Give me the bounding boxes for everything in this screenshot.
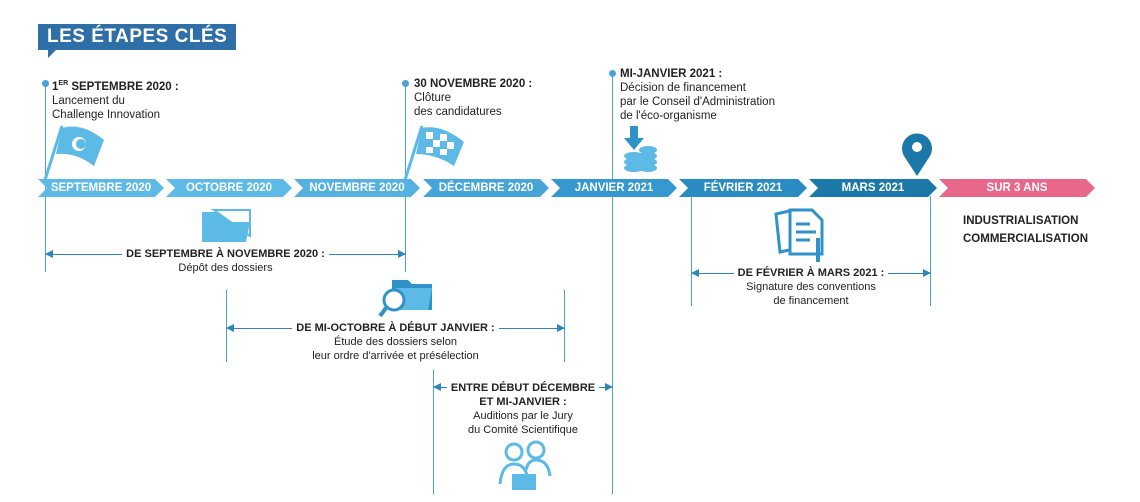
event-dot <box>609 70 616 77</box>
flag-icon <box>43 125 104 181</box>
folder-icon <box>202 209 251 242</box>
event-dot <box>42 80 49 87</box>
divider-line <box>612 74 613 494</box>
divider-line <box>433 370 434 494</box>
month-march-2021: MARS 2021 <box>809 179 937 197</box>
month-december-2020: DÉCEMBRE 2020 <box>423 179 549 197</box>
month-february-2021: FÉVRIER 2021 <box>679 179 807 197</box>
range-signature: DE FÉVRIER À MARS 2021 :Signature des co… <box>692 266 930 308</box>
month-october-2020: OCTOBRE 2020 <box>166 179 292 197</box>
section-title: LES ÉTAPES CLÉS <box>38 24 237 50</box>
coins-icon <box>624 126 657 172</box>
range-submission: DE SEPTEMBRE À NOVEMBRE 2020 :Dépôt des … <box>46 247 405 275</box>
period-three-years: SUR 3 ANS <box>939 179 1095 197</box>
divider-line <box>691 196 692 306</box>
event-funding-decision: MI-JANVIER 2021 : Décision de financemen… <box>620 68 775 122</box>
range-study: DE MI-OCTOBRE À DÉBUT JANVIER :Étude des… <box>227 321 564 363</box>
map-pin-icon <box>902 133 932 176</box>
jury-icon <box>498 440 552 490</box>
event-dot <box>402 80 409 87</box>
checkered-flag-icon <box>403 125 464 181</box>
folder-search-icon <box>378 280 432 318</box>
month-january-2021: JANVIER 2021 <box>551 179 677 197</box>
month-november-2020: NOVEMBRE 2020 <box>294 179 420 197</box>
divider-line <box>930 196 931 306</box>
documents-icon <box>774 208 824 262</box>
title-tail <box>48 48 58 58</box>
month-september-2020: SEPTEMBRE 2020 <box>38 179 164 197</box>
